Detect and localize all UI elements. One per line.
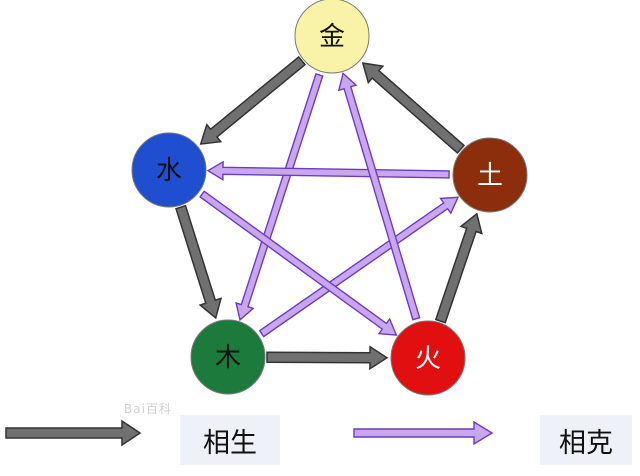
node-fire: 火 [390,320,466,396]
overcoming-arrow-metal-to-wood [235,73,324,322]
overcoming-arrow-wood-to-earth [258,196,460,338]
node-water: 水 [131,132,207,208]
node-wood-circle [190,319,266,395]
node-fire-label: 火 [415,344,441,374]
legend-generating-arrow [5,419,142,447]
node-wood-label: 木 [215,343,241,373]
legend-generating-label: 相生 [180,415,280,465]
generating-arrows [175,55,483,371]
node-water-label: 水 [156,156,182,186]
watermark: Bai百科 [124,402,172,416]
generating-arrow-fire-to-earth [434,212,483,324]
generating-arrow-earth-to-metal [361,62,466,155]
node-fire-circle [390,320,466,396]
node-metal-circle [294,0,370,74]
legend-overcoming-label: 相克 [540,415,632,465]
overcoming-arrow-earth-to-water [206,160,450,182]
node-metal: 金 [294,0,370,74]
node-earth-circle [452,137,528,213]
node-metal-label: 金 [319,22,345,52]
legend-overcoming-arrow [353,420,494,446]
node-water-circle [131,132,207,208]
generating-arrow-metal-to-water [199,55,307,145]
legend-arrows [5,419,494,447]
overcoming-arrow-water-to-fire [199,190,398,336]
element-nodes: 金水木 火 土 [131,0,528,396]
overcoming-arrows [199,72,460,338]
node-earth: 土 [452,137,528,213]
node-earth-label: 土 [477,161,503,191]
overcoming-arrow-fire-to-metal [337,72,421,321]
node-wood: 木 [190,319,266,395]
generating-arrow-wood-to-fire [266,345,389,371]
generating-arrow-water-to-wood [175,204,223,320]
